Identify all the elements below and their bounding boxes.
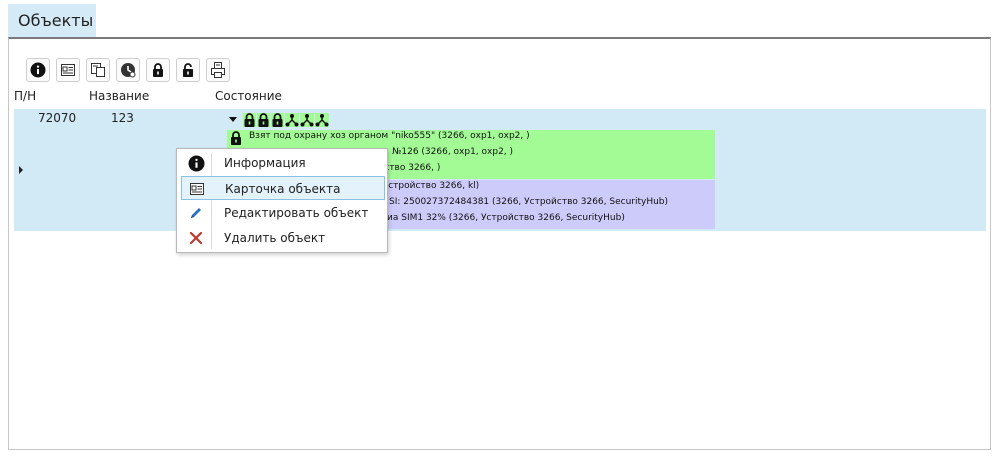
row-pointer-icon: [19, 166, 23, 174]
lock-icon: [153, 63, 163, 77]
menu-item-label: Удалить объект: [224, 231, 326, 245]
network-icon: [285, 113, 299, 127]
delete-icon: [187, 229, 205, 247]
lock-icon: [230, 131, 242, 148]
info-icon: [187, 154, 205, 172]
copy-icon: [91, 63, 105, 77]
menu-item-label: Карточка объекта: [225, 182, 341, 196]
info-icon: [30, 62, 46, 78]
row-number: 72070: [38, 111, 77, 125]
menu-item-delete-object[interactable]: Удалить объект: [181, 226, 385, 250]
header-state[interactable]: Состояние: [215, 89, 282, 103]
history-icon: [121, 63, 136, 78]
menu-item-information[interactable]: Информация: [181, 151, 385, 175]
status-line: SI: 250027372484381 (3266, Устройство 32…: [389, 197, 669, 207]
pencil-icon: [187, 204, 205, 222]
card-icon: [61, 64, 75, 76]
tab-title: Объекты: [18, 11, 94, 30]
network-icon: [300, 113, 314, 127]
tab-objects[interactable]: Объекты: [8, 4, 96, 37]
card-icon: [188, 180, 206, 198]
row-name: 123: [111, 111, 134, 125]
objects-panel: [8, 37, 991, 450]
expand-triangle-icon[interactable]: [229, 117, 237, 123]
lock-icon: [271, 113, 284, 127]
info-button[interactable]: [26, 58, 50, 82]
card-button[interactable]: [56, 58, 80, 82]
print-button[interactable]: [206, 58, 230, 82]
menu-item-edit-object[interactable]: Редактировать объект: [181, 201, 385, 225]
network-icon: [315, 113, 329, 127]
status-icons: [229, 113, 330, 127]
printer-icon: [211, 62, 225, 78]
menu-item-label: Информация: [224, 156, 306, 170]
header-name[interactable]: Название: [89, 89, 150, 103]
status-line: №126 (3266, охр1, охр2, ): [392, 147, 514, 157]
status-line: иа SIM1 32% (3266, Устройство 3266, Secu…: [387, 213, 625, 223]
menu-separator: [211, 153, 212, 249]
arm-button[interactable]: [146, 58, 170, 82]
copy-button[interactable]: [86, 58, 110, 82]
context-menu: Информация Карточка объекта Редактироват…: [176, 148, 388, 253]
menu-item-object-card[interactable]: Карточка объекта: [181, 176, 385, 200]
history-button[interactable]: [116, 58, 140, 82]
header-number[interactable]: П/Н: [14, 89, 37, 103]
status-line: , Устройство 3266, kl): [377, 181, 480, 191]
status-line: Взят под охрану хоз органом "niko555" (3…: [249, 131, 530, 141]
menu-item-label: Редактировать объект: [224, 206, 369, 220]
lock-icon: [257, 113, 270, 127]
unlock-icon: [183, 63, 193, 77]
status-line: ойство 3266, ): [373, 163, 441, 173]
lock-icon: [243, 113, 256, 127]
disarm-button[interactable]: [176, 58, 200, 82]
